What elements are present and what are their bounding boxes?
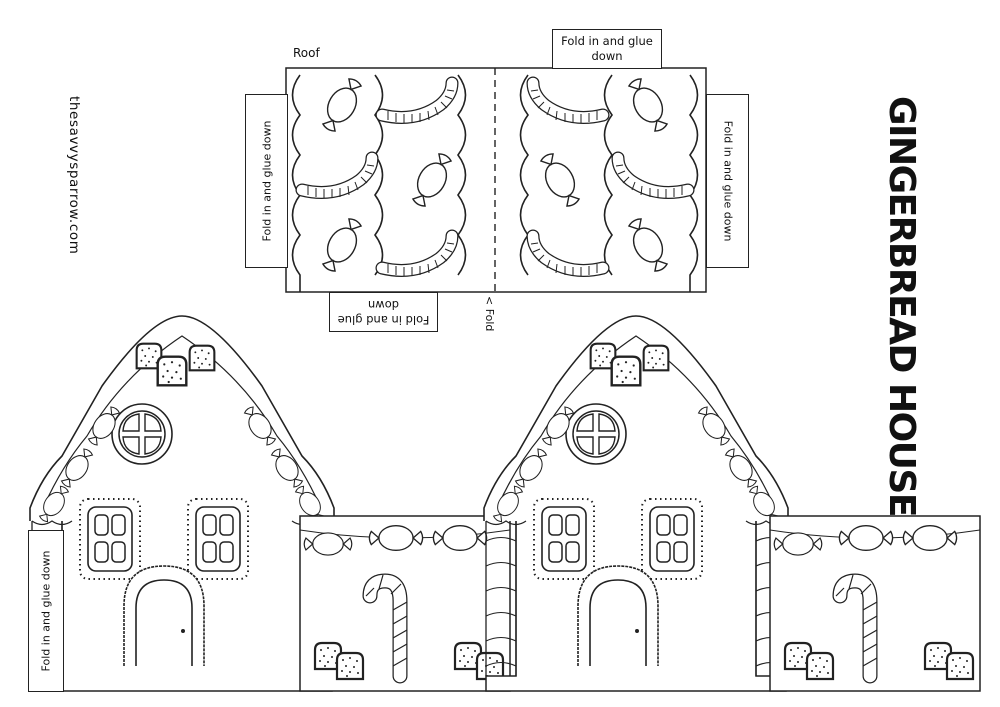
glue-tab-roof-left: Fold in and glue down	[245, 94, 288, 268]
fold-label: < Fold	[483, 296, 496, 332]
side-wall-right	[770, 516, 980, 691]
house-front-right	[484, 316, 788, 691]
side-wall-left	[300, 516, 510, 691]
glue-tab-house-left-label: Fold in and glue down	[39, 550, 53, 672]
glue-tab-roof-left-label: Fold in and glue down	[260, 120, 273, 242]
glue-tab-roof-top: Fold in and glue down	[552, 29, 662, 69]
glue-tab-roof-bottom: Fold in and glue down	[329, 292, 438, 332]
page-title: GINGERBREAD HOUSE	[881, 96, 922, 516]
glue-tab-roof-right-label: Fold in and glue down	[721, 120, 734, 242]
roof-label: Roof	[293, 46, 320, 60]
glue-tab-roof-right: Fold in and glue down	[706, 94, 749, 268]
roof-panel	[285, 67, 707, 293]
website-label: thesavvysparrow.com	[66, 96, 82, 255]
glue-tab-house-left: Fold in and glue down	[28, 530, 64, 692]
house-front-left	[30, 316, 334, 691]
